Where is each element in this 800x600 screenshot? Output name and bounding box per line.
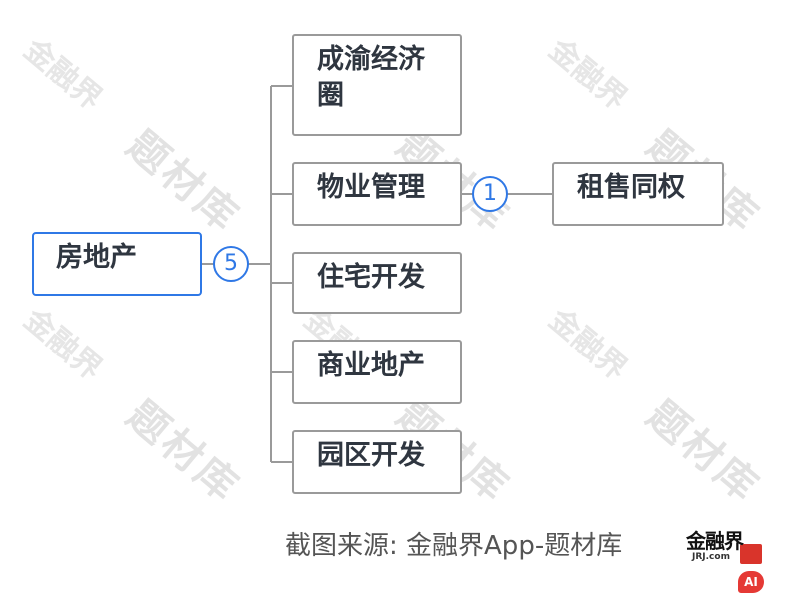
child-node-4[interactable]: 商业地产: [292, 340, 462, 404]
source-caption: 截图来源: 金融界App-题材库: [285, 531, 623, 561]
ai-badge: AI: [738, 571, 764, 593]
logo-subtext: JRJ.com: [692, 552, 730, 562]
child-node-1-label: 成渝经济圈: [317, 44, 425, 111]
child-node-2-count-badge[interactable]: 1: [472, 176, 508, 212]
child-node-3-label: 住宅开发: [317, 262, 425, 293]
logo-mark-icon: [740, 544, 762, 564]
child-node-2-label: 物业管理: [317, 172, 425, 203]
logo-text: 金融界: [686, 529, 744, 553]
child-node-2[interactable]: 物业管理: [292, 162, 462, 226]
child-node-5-label: 园区开发: [317, 440, 425, 471]
child-node-3[interactable]: 住宅开发: [292, 252, 462, 314]
jrj-logo: 金融界 JRJ.com: [686, 530, 764, 568]
grandchild-node-1[interactable]: 租售同权: [552, 162, 724, 226]
grandchild-node-1-label: 租售同权: [577, 172, 685, 203]
child-node-2-count: 1: [483, 181, 497, 206]
child-node-5[interactable]: 园区开发: [292, 430, 462, 494]
child-node-4-label: 商业地产: [317, 350, 425, 381]
child-node-1[interactable]: 成渝经济圈: [292, 34, 462, 136]
root-child-count-badge[interactable]: 5: [213, 246, 249, 282]
root-child-count: 5: [224, 251, 238, 276]
root-node[interactable]: 房地产: [32, 232, 202, 296]
root-node-label: 房地产: [56, 242, 137, 273]
